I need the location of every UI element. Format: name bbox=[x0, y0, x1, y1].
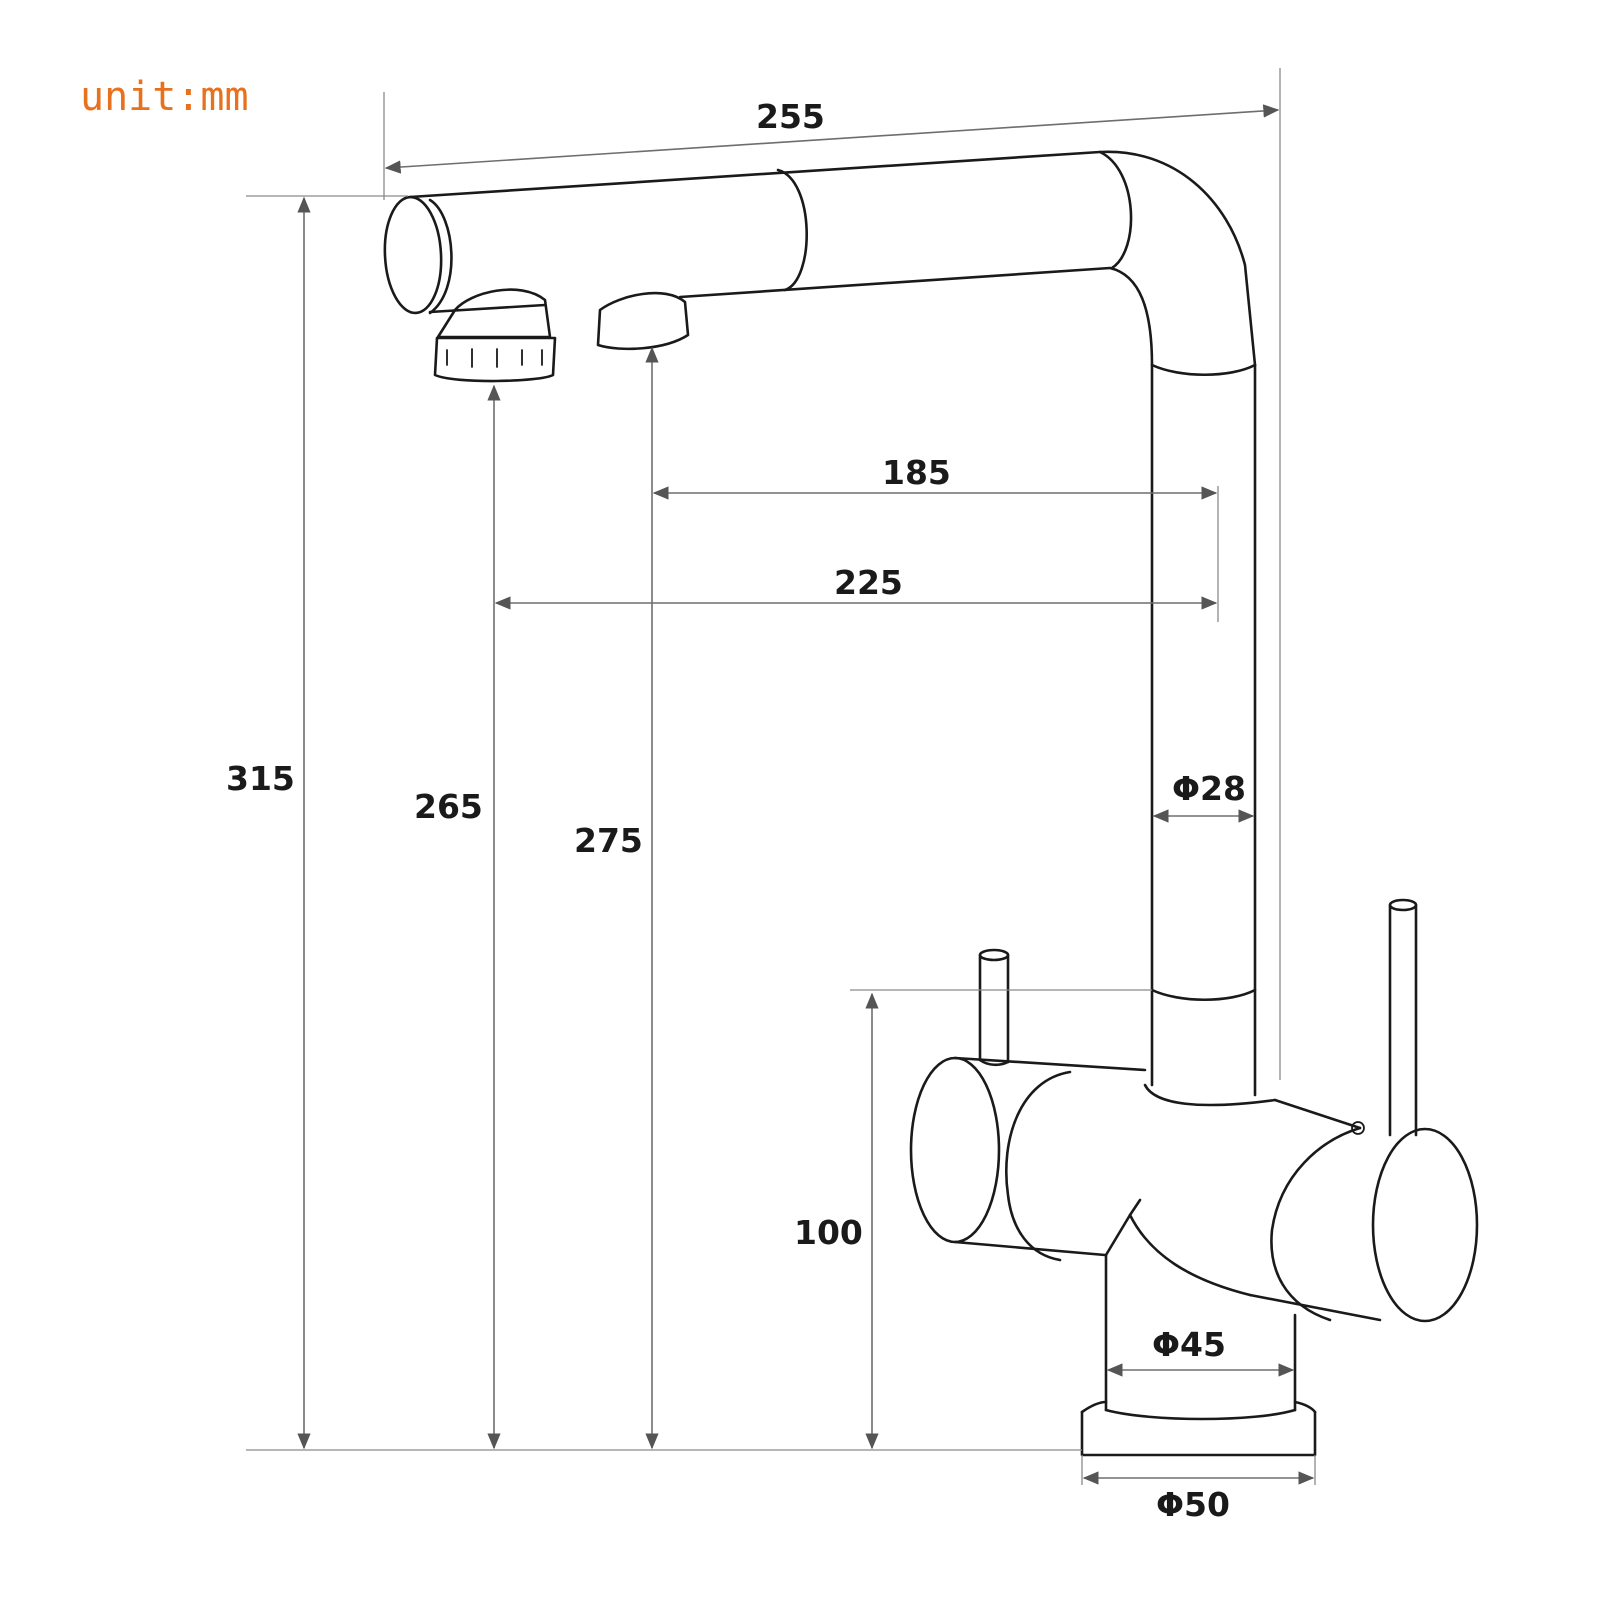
dim-spout-diameter-label: Φ28 bbox=[1172, 769, 1246, 808]
dim-main-reach-label: 225 bbox=[834, 563, 903, 602]
base bbox=[1080, 1253, 1317, 1457]
dimension-lines bbox=[246, 68, 1316, 1485]
dim-total-length-label: 255 bbox=[756, 97, 825, 136]
vertical-riser bbox=[1150, 363, 1257, 1097]
dim-total-height-label: 315 bbox=[226, 759, 295, 798]
dim-spray-reach-label: 185 bbox=[882, 453, 951, 492]
spout-end bbox=[383, 195, 443, 315]
mixer-body bbox=[909, 1056, 1479, 1323]
cold-handle-cap bbox=[1371, 1127, 1479, 1323]
spray-outlet bbox=[596, 291, 690, 351]
left-lever bbox=[978, 948, 1010, 1067]
right-lever bbox=[1388, 898, 1418, 1137]
dim-base-diameter-label: Φ50 bbox=[1156, 1485, 1230, 1524]
unit-label: unit:mm bbox=[80, 74, 249, 120]
dim-body-height-label: 100 bbox=[794, 1213, 863, 1252]
main-outlet-aerator bbox=[433, 288, 557, 383]
dim-main-outlet-height-label: 265 bbox=[414, 787, 483, 826]
spout-tube bbox=[408, 150, 1257, 367]
dim-body-diameter-label: Φ45 bbox=[1152, 1325, 1226, 1364]
faucet-outline bbox=[383, 150, 1479, 1457]
dim-spray-outlet-height-label: 275 bbox=[574, 821, 643, 860]
